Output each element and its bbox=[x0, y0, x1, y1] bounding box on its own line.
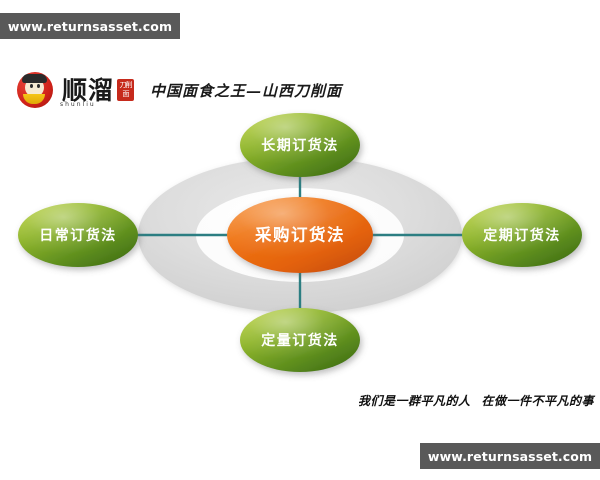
node-bottom-label: 定量订货法 bbox=[261, 332, 339, 349]
logo-eye-right bbox=[37, 84, 40, 88]
node-top[interactable]: 长期订货法 bbox=[240, 113, 360, 177]
node-center-label: 采购订货法 bbox=[254, 225, 345, 245]
radial-diagram: 采购订货法 长期订货法 定期订货法 定量订货法 bbox=[0, 90, 600, 390]
node-right[interactable]: 定期订货法 bbox=[462, 203, 582, 267]
footer-note-right: 在做一件不平凡的事 bbox=[481, 394, 594, 408]
logo-eye-left bbox=[30, 84, 33, 88]
footer-note: 我们是一群平凡的人 在做一件不平凡的事 bbox=[358, 392, 594, 409]
node-top-gloss bbox=[240, 113, 360, 177]
node-left-label: 日常订货法 bbox=[39, 227, 117, 244]
brand-header: 顺溜 刀削面 shunliu 中国面食之王—山西刀削面 bbox=[16, 68, 342, 112]
logo-noodle-bowl bbox=[23, 94, 45, 104]
node-center[interactable]: 采购订货法 bbox=[227, 197, 373, 273]
node-left-gloss bbox=[18, 203, 138, 267]
logo-chef-hat bbox=[22, 74, 47, 83]
brand-name: 顺溜 bbox=[62, 75, 115, 105]
node-center-gloss bbox=[227, 197, 373, 273]
chef-mascot-logo-icon bbox=[16, 70, 56, 110]
node-bottom-gloss bbox=[240, 308, 360, 372]
brand-tagline: 中国面食之王—山西刀削面 bbox=[150, 81, 343, 100]
node-bottom[interactable]: 定量订货法 bbox=[240, 308, 360, 372]
node-top-label: 长期订货法 bbox=[261, 137, 339, 154]
diagram-svg: 采购订货法 长期订货法 定期订货法 定量订货法 bbox=[18, 113, 582, 372]
watermark-bottom: www.returnsasset.com bbox=[420, 443, 600, 469]
brand-pinyin: shunliu bbox=[60, 101, 96, 108]
watermark-bottom-text: www.returnsasset.com bbox=[427, 448, 593, 464]
watermark-top: www.returnsasset.com bbox=[0, 13, 180, 39]
node-right-gloss bbox=[462, 203, 582, 267]
footer-note-left: 我们是一群平凡的人 bbox=[358, 394, 471, 408]
brand-seal-stamp: 刀削面 bbox=[117, 79, 135, 101]
node-right-label: 定期订货法 bbox=[483, 227, 561, 244]
node-left[interactable]: 日常订货法 bbox=[18, 203, 138, 267]
watermark-top-text: www.returnsasset.com bbox=[7, 18, 173, 34]
